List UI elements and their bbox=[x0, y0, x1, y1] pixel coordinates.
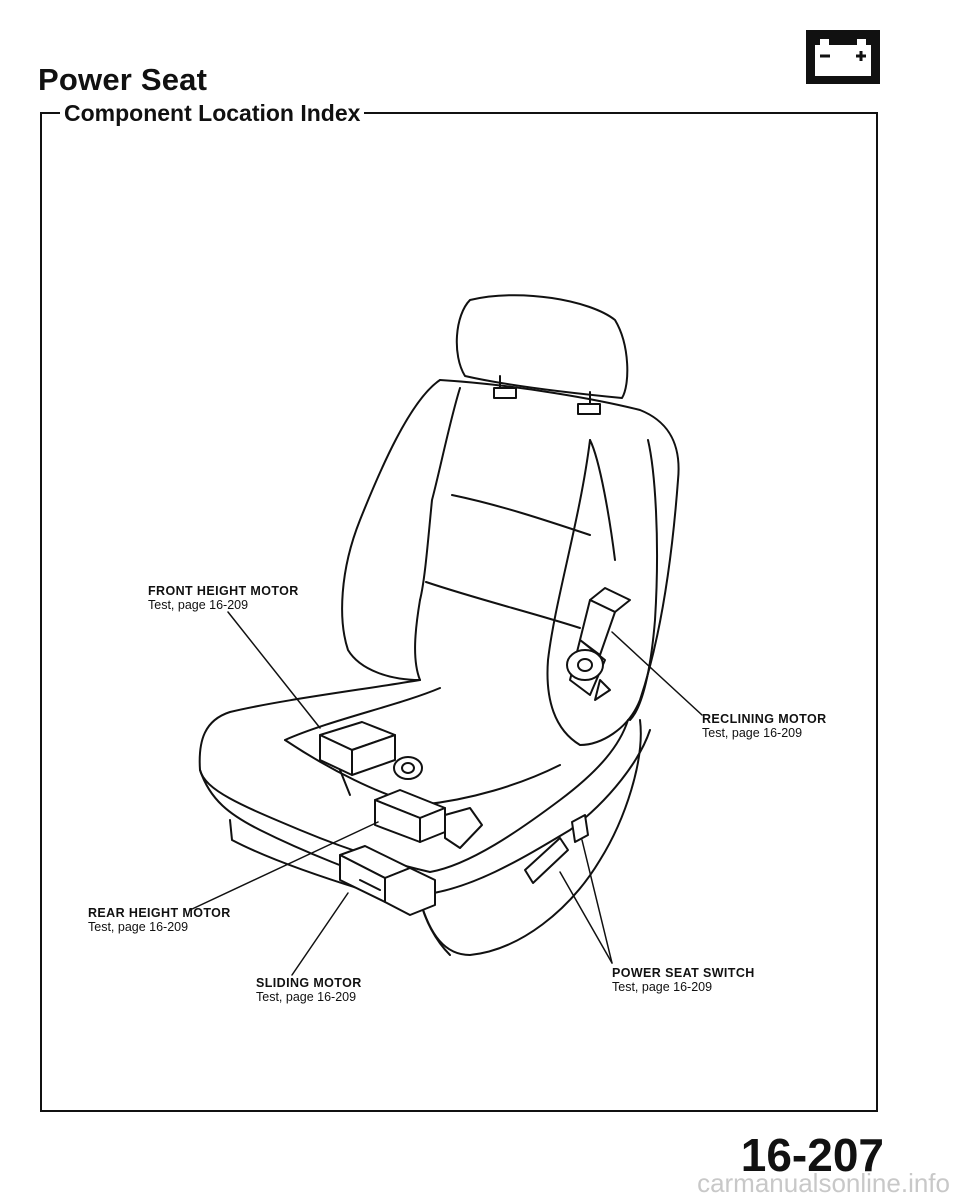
rear-height-motor-label: REAR HEIGHT MOTOR bbox=[88, 906, 231, 920]
battery-icon bbox=[806, 30, 880, 84]
front-height-motor-label: FRONT HEIGHT MOTOR bbox=[148, 584, 299, 598]
rear-height-motor-callout: REAR HEIGHT MOTOR Test, page 16-209 bbox=[88, 906, 231, 935]
section-subtitle: Component Location Index bbox=[60, 100, 365, 127]
reclining-motor-label: RECLINING MOTOR bbox=[702, 712, 827, 726]
power-seat-switch-callout: POWER SEAT SWITCH Test, page 16-209 bbox=[612, 966, 755, 995]
power-seat-switch-page-ref: Test, page 16-209 bbox=[612, 980, 713, 995]
rear-height-motor-page-ref: Test, page 16-209 bbox=[88, 920, 189, 935]
power-seat-switch-label: POWER SEAT SWITCH bbox=[612, 966, 755, 980]
sliding-motor-page-ref: Test, page 16-209 bbox=[256, 990, 357, 1005]
front-height-motor-illustration bbox=[319, 721, 423, 796]
sliding-motor-label: SLIDING MOTOR bbox=[256, 976, 362, 990]
seatback-illustration bbox=[341, 379, 680, 746]
watermark[interactable]: carmanualsonline.info bbox=[697, 1168, 950, 1198]
sliding-motor-illustration bbox=[339, 845, 436, 916]
leader-lines bbox=[189, 611, 703, 976]
page-number: 16-207 bbox=[740, 1129, 884, 1181]
rear-height-motor-illustration bbox=[374, 789, 483, 849]
sliding-motor-callout: SLIDING MOTOR Test, page 16-209 bbox=[256, 976, 362, 1005]
reclining-motor-page-ref: Test, page 16-209 bbox=[702, 726, 803, 741]
reclining-motor-illustration bbox=[566, 587, 631, 701]
page-title: Power Seat bbox=[38, 62, 208, 97]
diagram-frame bbox=[40, 112, 878, 1112]
power-seat-switch-illustration bbox=[524, 814, 589, 884]
headrest-illustration bbox=[455, 294, 629, 415]
reclining-motor-callout: RECLINING MOTOR Test, page 16-209 bbox=[702, 712, 827, 741]
front-height-motor-page-ref: Test, page 16-209 bbox=[148, 598, 249, 613]
front-height-motor-callout: FRONT HEIGHT MOTOR Test, page 16-209 bbox=[148, 584, 299, 613]
